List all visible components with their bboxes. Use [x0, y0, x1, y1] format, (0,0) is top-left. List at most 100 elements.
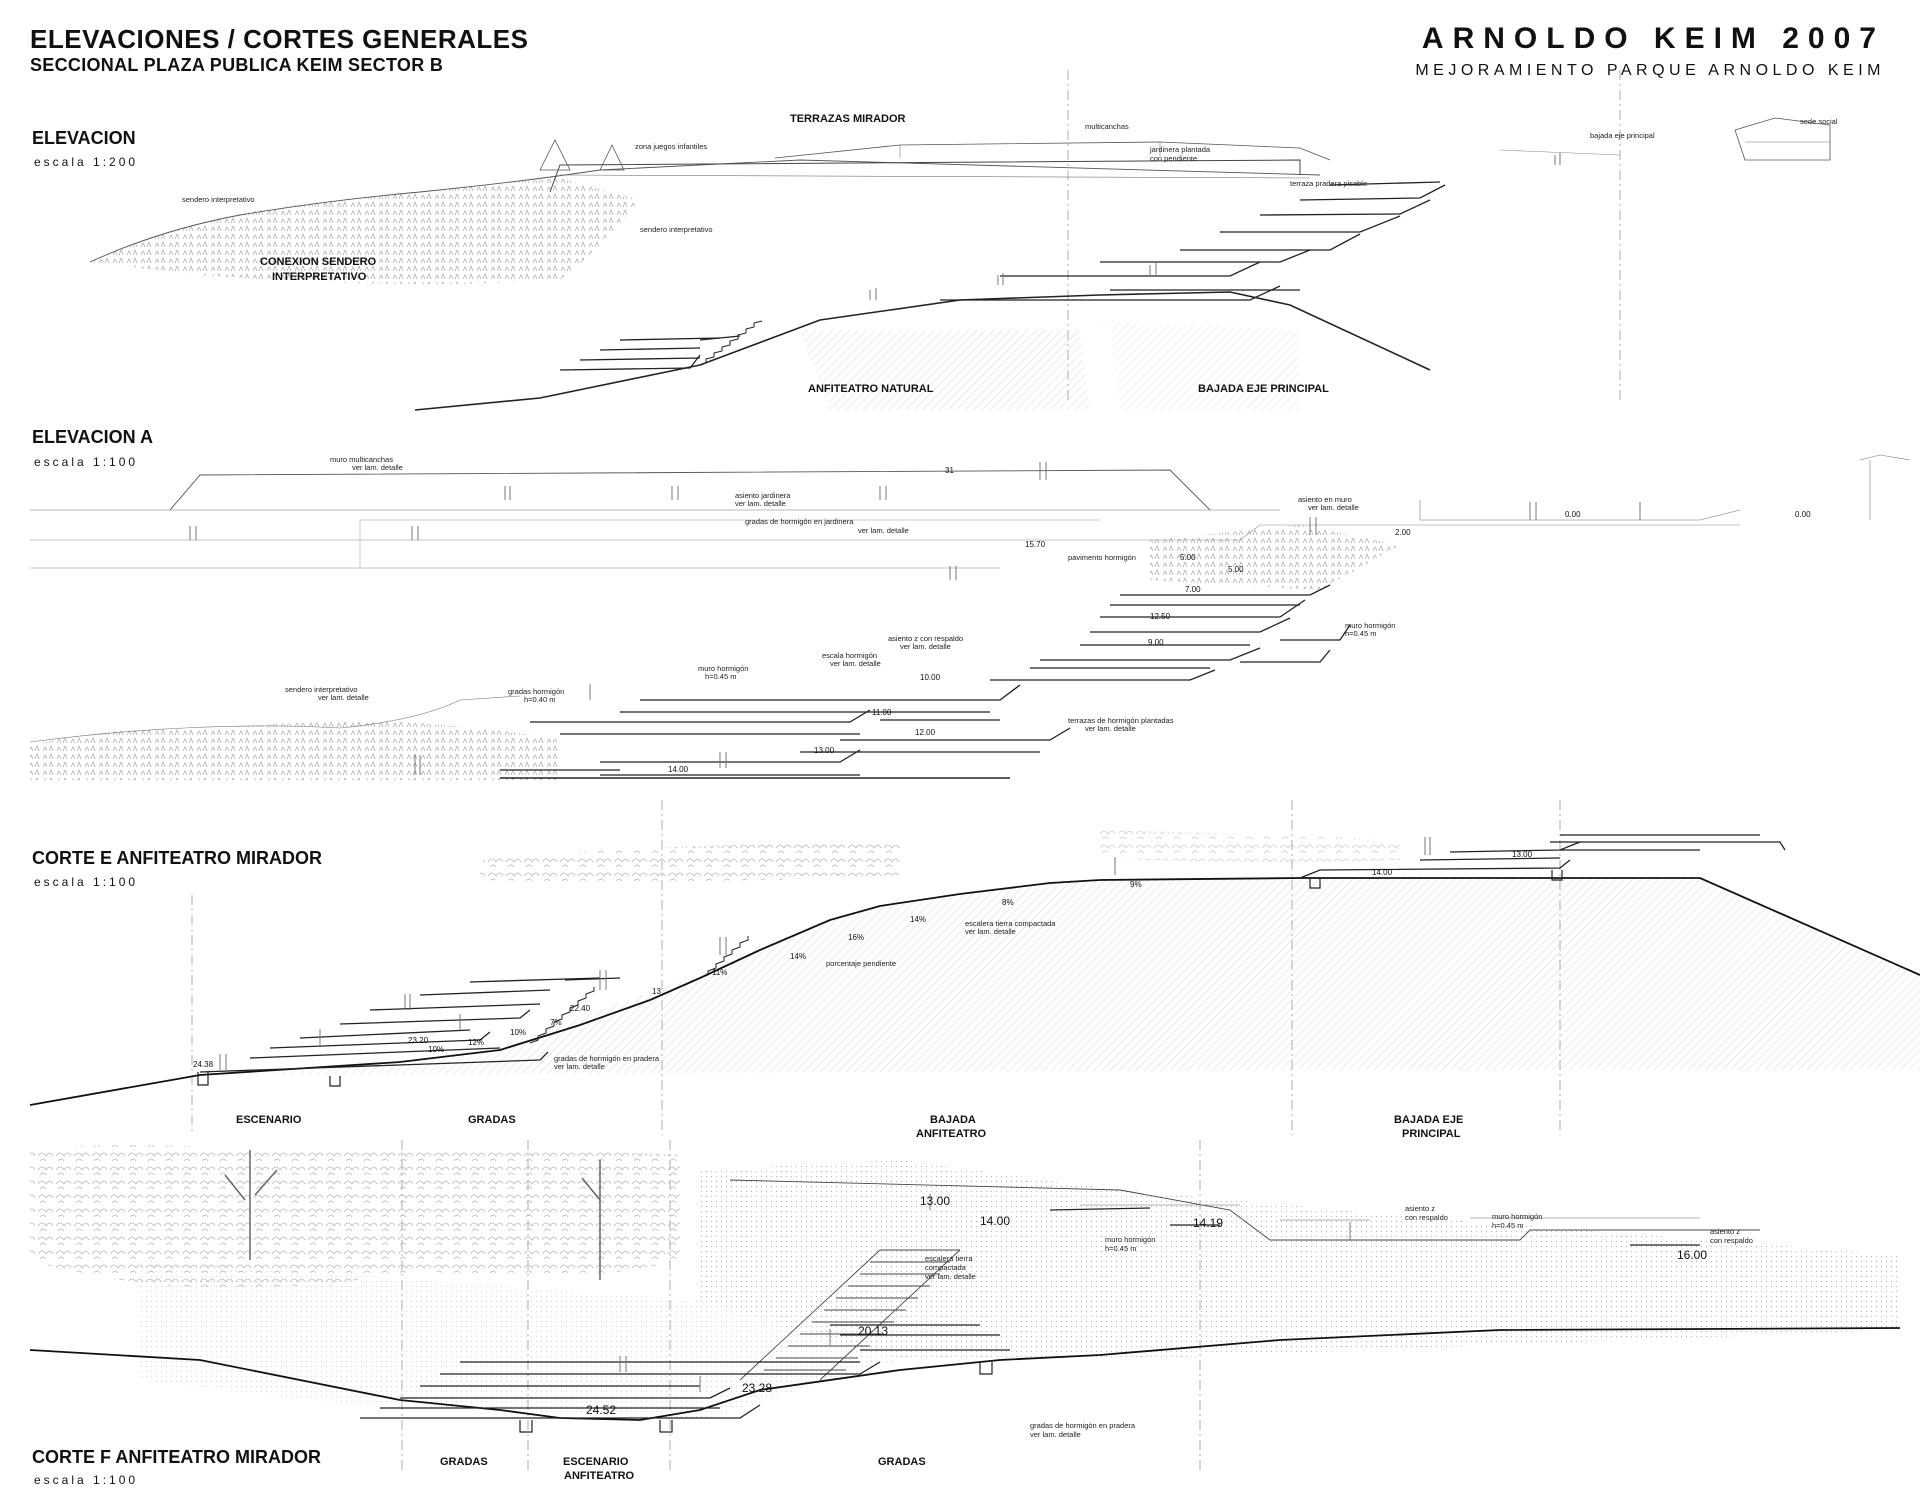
- note-zona-juegos: zona juegos infantiles: [635, 142, 708, 151]
- level-mark: 12.00: [915, 728, 936, 737]
- elevacion-title: ELEVACION: [32, 128, 136, 148]
- note-h040: h=0.40 m: [524, 695, 556, 704]
- zone-gradas: GRADAS: [468, 1114, 516, 1126]
- note-muro-multicanchas: muro multicanchas: [330, 455, 393, 464]
- level-mark: 7.00: [1185, 585, 1201, 594]
- note-ver-lam-f2: ver lam. detalle: [1030, 1430, 1081, 1439]
- corte-e-scale: escala 1:100: [34, 875, 139, 889]
- level-mark: 24.38: [193, 1060, 214, 1069]
- note-ver-lam-6: ver lam. detalle: [830, 659, 881, 668]
- note-ver-lam-7: ver lam. detalle: [318, 693, 369, 702]
- note-ver-lam-2: ver lam. detalle: [735, 499, 786, 508]
- note-ver-lam-1: ver lam. detalle: [352, 463, 403, 472]
- note-muro-hormigon-2: muro hormigón: [1345, 621, 1396, 630]
- note-porcentaje: porcentaje pendiente: [826, 959, 897, 968]
- note-muro-hormigon-1: muro hormigón: [698, 664, 749, 673]
- level-mark: 14.00: [980, 1214, 1011, 1228]
- elevacion-drawing: [89, 70, 1831, 411]
- level-mark: 9.00: [1148, 638, 1164, 647]
- note-jardinera-2: con pendiente: [1150, 154, 1198, 163]
- elevacion-a-scale: escala 1:100: [34, 455, 139, 469]
- zone-terrazas: TERRAZAS MIRADOR: [790, 113, 906, 125]
- note-h045-1: h=0.45 m: [705, 672, 737, 681]
- slope-label: 9%: [1130, 880, 1142, 889]
- level-mark: 11.00: [872, 708, 892, 717]
- slope-label: 8%: [1002, 898, 1014, 907]
- level-mark: 5.00: [1228, 565, 1244, 574]
- zone-bajada-eje: BAJADA EJE PRINCIPAL: [1198, 383, 1329, 395]
- note-h045-f2: h=0.45 m: [1492, 1221, 1524, 1230]
- zone-anfiteatro-natural: ANFITEATRO NATURAL: [808, 383, 934, 395]
- note-gradas-pradera-e: gradas de hormigón en pradera: [554, 1054, 660, 1063]
- note-sendero-2: sendero interpretativo: [640, 225, 713, 234]
- zone-escenario: ESCENARIO: [236, 1114, 302, 1126]
- slope-label: 14%: [790, 952, 807, 961]
- elevacion-scale: escala 1:200: [34, 155, 139, 169]
- level-mark: 13.00: [814, 746, 835, 755]
- note-escalera-f: escalera tierra: [925, 1254, 973, 1263]
- brand-title: ARNOLDO KEIM 2007: [1421, 22, 1885, 55]
- level-mark: 14.19: [1193, 1216, 1224, 1230]
- note-compactada-f: compactada: [925, 1263, 966, 1272]
- note-ver-lam-4: ver lam. detalle: [1308, 503, 1359, 512]
- level-mark: 31: [945, 466, 954, 475]
- note-gradas-pradera-f: gradas de hormigón en pradera: [1030, 1421, 1136, 1430]
- page-subtitle: SECCIONAL PLAZA PUBLICA KEIM SECTOR B: [30, 55, 444, 75]
- slope-label: 11%: [712, 968, 728, 977]
- corte-f-title: CORTE F ANFITEATRO MIRADOR: [32, 1447, 321, 1467]
- level-mark: 12.50: [1150, 612, 1171, 621]
- note-asiento-muro: asiento en muro: [1298, 495, 1352, 504]
- note-bajada-eje: bajada eje principal: [1590, 131, 1655, 140]
- note-respaldo-f2: con respaldo: [1710, 1236, 1753, 1245]
- level-mark: 20.13: [858, 1324, 889, 1338]
- note-sede-social: sede social: [1800, 117, 1838, 126]
- note-escalera-e: escalera tierra compactada: [965, 919, 1056, 928]
- zone-eje-1: BAJADA EJE: [1394, 1114, 1464, 1126]
- note-terrazas-plantadas: terrazas de hormigón plantadas: [1068, 716, 1174, 725]
- note-escala-hormigon: escala hormigón: [822, 651, 878, 660]
- note-ver-lam-3: ver lam. detalle: [858, 526, 909, 535]
- corte-e-drawing: [29, 800, 1920, 1135]
- note-asiento-jardinera: asiento jardinera: [735, 491, 791, 500]
- slope-label: 10%: [428, 1045, 445, 1054]
- zone-escenario-f2: ANFITEATRO: [564, 1470, 635, 1482]
- slope-label: 12%: [468, 1038, 485, 1047]
- slope-label: 13: [652, 987, 661, 996]
- level-mark: 13.00: [920, 1194, 951, 1208]
- level-mark: 2.00: [1395, 528, 1411, 537]
- note-jardinera-1: jardinera plantada: [1150, 145, 1211, 154]
- note-pavimento: pavimento hormigón: [1068, 553, 1136, 562]
- zone-bajada-1: BAJADA: [930, 1114, 976, 1126]
- note-respaldo-f1: con respaldo: [1405, 1213, 1448, 1222]
- note-asiento-z: asiento z con respaldo: [888, 634, 964, 643]
- zone-gradas-f1: GRADAS: [440, 1456, 488, 1468]
- note-ver-lam-e1: ver lam. detalle: [965, 927, 1016, 936]
- note-muro-f2: muro hormigón: [1492, 1212, 1543, 1221]
- brand-subtitle: MEJORAMIENTO PARQUE ARNOLDO KEIM: [1415, 62, 1885, 79]
- note-ver-lam-5: ver lam. detalle: [900, 642, 951, 651]
- corte-e-title: CORTE E ANFITEATRO MIRADOR: [32, 848, 322, 868]
- level-mark: 0.00: [1565, 510, 1581, 519]
- corte-f-scale: escala 1:100: [34, 1473, 139, 1487]
- note-multicanchas: multicanchas: [1085, 122, 1129, 131]
- level-mark: 10.00: [920, 673, 941, 682]
- note-terraza-pradera: terraza pradera pisable: [1290, 179, 1368, 188]
- note-ver-lam-e2: ver lam. detalle: [554, 1062, 605, 1071]
- slope-label: 10%: [510, 1028, 527, 1037]
- level-mark: 0.00: [1795, 510, 1811, 519]
- note-ver-lam-8: ver lam. detalle: [1085, 724, 1136, 733]
- note-sendero-1: sendero interpretativo: [182, 195, 255, 204]
- level-mark: 23.20: [408, 1036, 429, 1045]
- note-asiento-z-f2: asiento z: [1710, 1227, 1741, 1236]
- note-asiento-z-f1: asiento z: [1405, 1204, 1436, 1213]
- zone-eje-2: PRINCIPAL: [1402, 1128, 1461, 1140]
- level-mark: 5.00: [1180, 553, 1196, 562]
- level-mark: 14.00: [668, 765, 689, 774]
- note-gradas-jardinera: gradas de hormigón en jardinera: [745, 517, 854, 526]
- page-title: ELEVACIONES / CORTES GENERALES: [30, 24, 529, 54]
- elevacion-a-title: ELEVACION A: [32, 427, 154, 447]
- zone-bajada-2: ANFITEATRO: [916, 1128, 987, 1140]
- level-mark: 15.70: [1025, 540, 1046, 549]
